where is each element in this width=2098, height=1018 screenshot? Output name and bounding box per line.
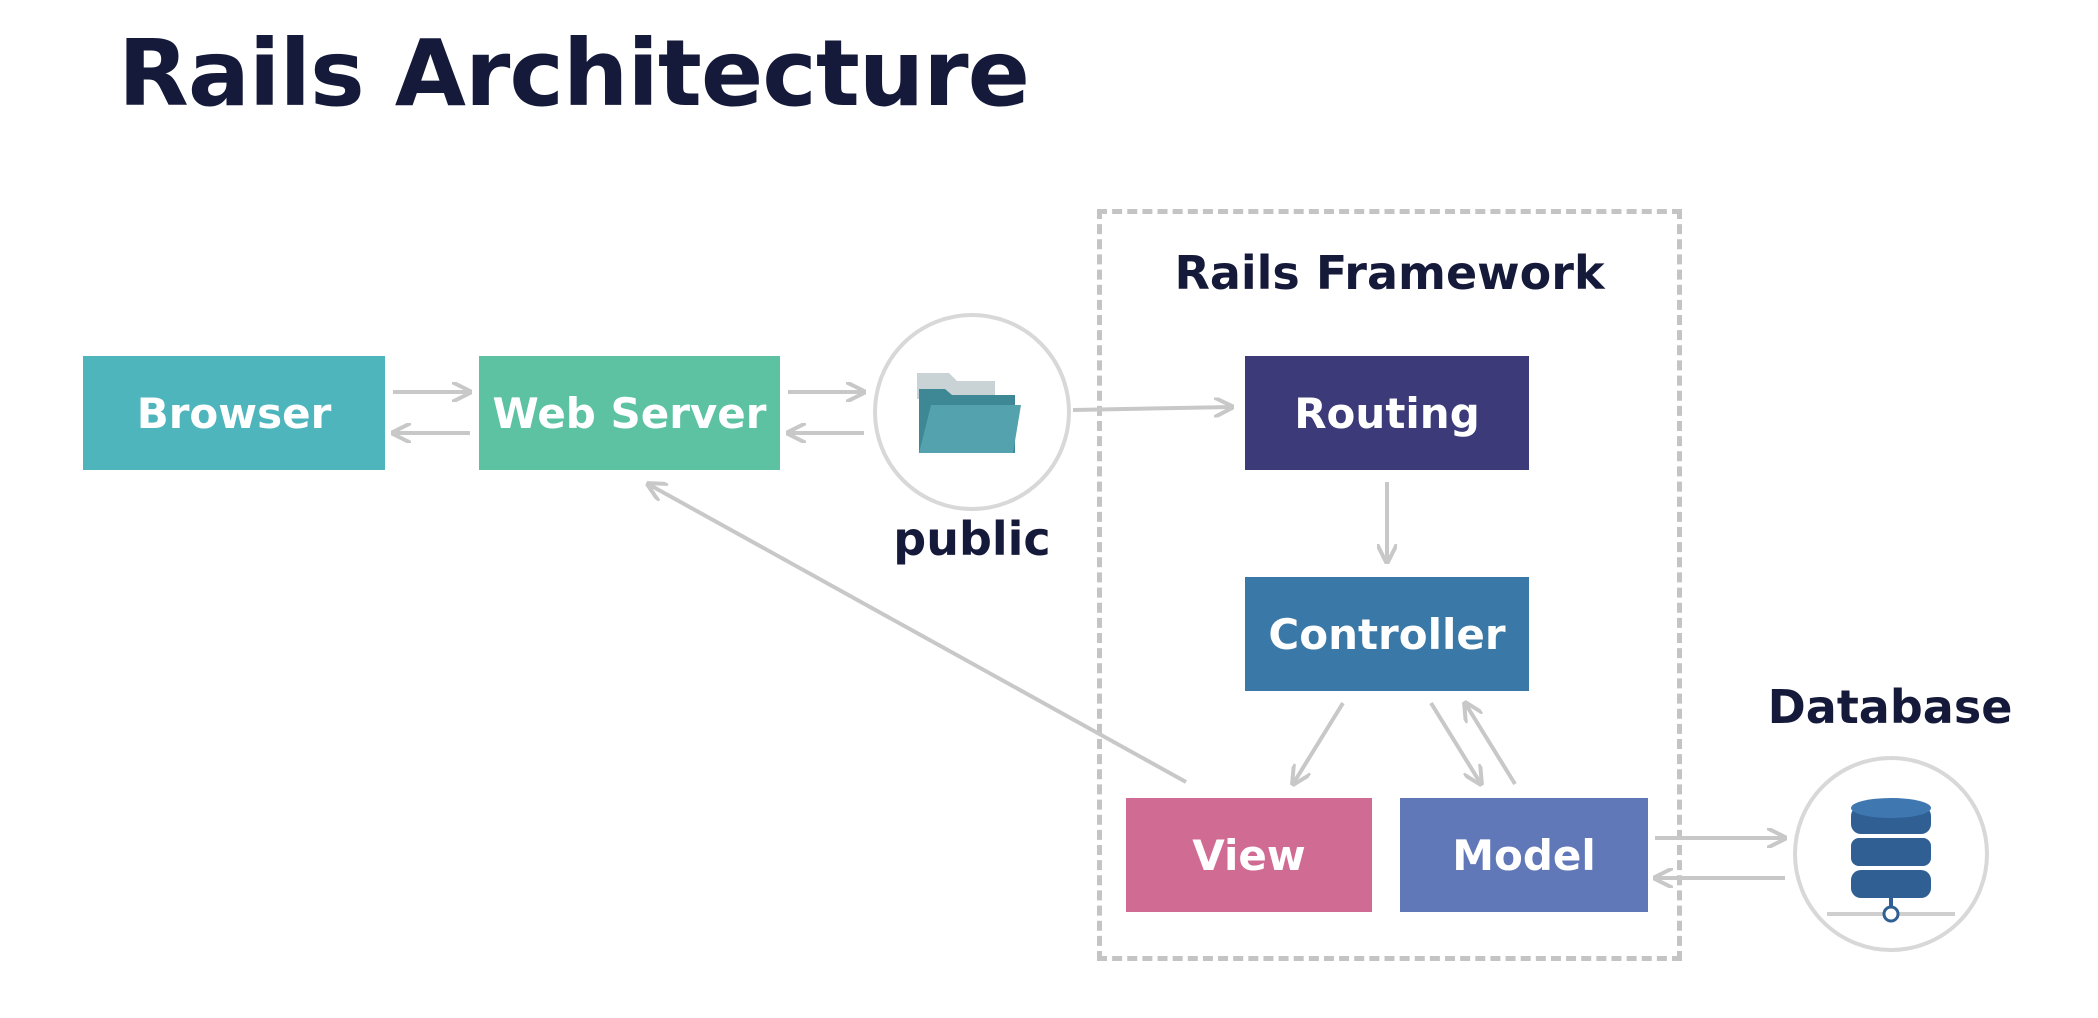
browser-node: Browser bbox=[83, 356, 385, 470]
web-server-node: Web Server bbox=[479, 356, 780, 470]
arrow-controller-to-model bbox=[1429, 701, 1481, 784]
folder-icon bbox=[917, 373, 1021, 453]
slide-title: Rails Architecture bbox=[118, 20, 1030, 127]
controller-label: Controller bbox=[1268, 609, 1506, 659]
model-label: Model bbox=[1452, 830, 1596, 880]
browser-label: Browser bbox=[136, 388, 332, 438]
controller-node: Controller bbox=[1245, 577, 1529, 691]
routing-node: Routing bbox=[1245, 356, 1529, 470]
arrow-public-to-routing bbox=[1072, 407, 1232, 410]
database-node bbox=[1793, 756, 1989, 952]
view-label: View bbox=[1192, 830, 1306, 880]
rails-framework-label: Rails Framework bbox=[1174, 246, 1605, 300]
routing-label: Routing bbox=[1294, 388, 1480, 438]
web-server-label: Web Server bbox=[492, 388, 767, 438]
arrow-model-to-controller bbox=[1465, 703, 1517, 786]
database-icon bbox=[1827, 798, 1955, 923]
public-folder-node bbox=[873, 313, 1071, 511]
arrow-view-to-webserver bbox=[648, 484, 1187, 784]
rails-framework-boundary bbox=[1097, 209, 1682, 961]
public-label: public bbox=[893, 512, 1051, 566]
arrow-controller-to-view bbox=[1293, 701, 1345, 784]
database-label: Database bbox=[1767, 680, 2013, 734]
view-node: View bbox=[1126, 798, 1372, 912]
model-node: Model bbox=[1400, 798, 1648, 912]
